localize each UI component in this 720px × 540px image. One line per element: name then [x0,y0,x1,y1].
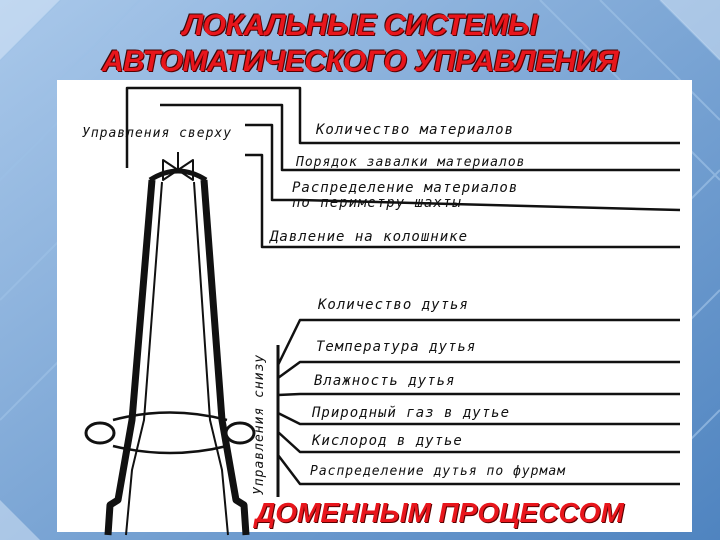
bustle-pipe-left [84,421,116,445]
leader-line-top-1 [125,86,680,168]
leader-line-bottom-1 [276,318,680,366]
bustle-pipe-right [224,421,256,445]
diagram-panel [57,80,692,532]
leader-line-bottom-5 [277,431,680,454]
bottom-item-3: Влажность дутья [314,373,456,389]
bottom-item-2: Температура дутья [316,339,477,355]
leader-line-bottom-3 [277,392,680,397]
leader-line-top-2 [160,103,680,172]
bottom-group-label: Управления снизу [252,353,267,495]
leader-line-bottom-4 [277,411,680,426]
furnace-inner-right [193,181,229,536]
bottom-item-1: Количество дутья [318,297,469,313]
furnace-shaft-left [104,179,156,536]
slide-footer: ДОМЕННЫМ ПРОЦЕССОМ [255,497,624,528]
leader-line-top-3b [299,198,681,212]
title-line-2: АВТОМАТИЧЕСКОГО УПРАВЛЕНИЯ [101,45,619,78]
title-line-1: ЛОКАЛЬНЫЕ СИСТЕМЫ [182,9,538,42]
top-item-1: Количество материалов [316,122,515,138]
furnace-shaft-right [200,179,250,536]
top-item-4: Давление на колошнике [270,229,469,245]
slide-title: ЛОКАЛЬНЫЕ СИСТЕМЫ АВТОМАТИЧЕСКОГО УПРАВЛ… [0,8,720,80]
leader-line-top-4 [245,153,680,249]
bottom-item-5: Кислород в дутье [312,433,463,449]
top-item-3-cont: по периметру шахты [292,195,462,211]
bottom-item-6: Распределение дутья по фурмам [310,464,566,479]
top-item-3: Распределение материалов [292,180,519,196]
furnace-top [148,168,208,183]
top-item-2: Порядок завалки материалов [296,155,526,170]
leader-line-bottom-2 [277,360,680,380]
bottom-item-4: Природный газ в дутье [312,405,511,421]
top-group-label: Управления сверху [82,126,233,141]
leader-line-top-3 [245,123,300,202]
furnace-inner-left [125,181,163,536]
leader-line-bottom-6 [277,454,680,486]
